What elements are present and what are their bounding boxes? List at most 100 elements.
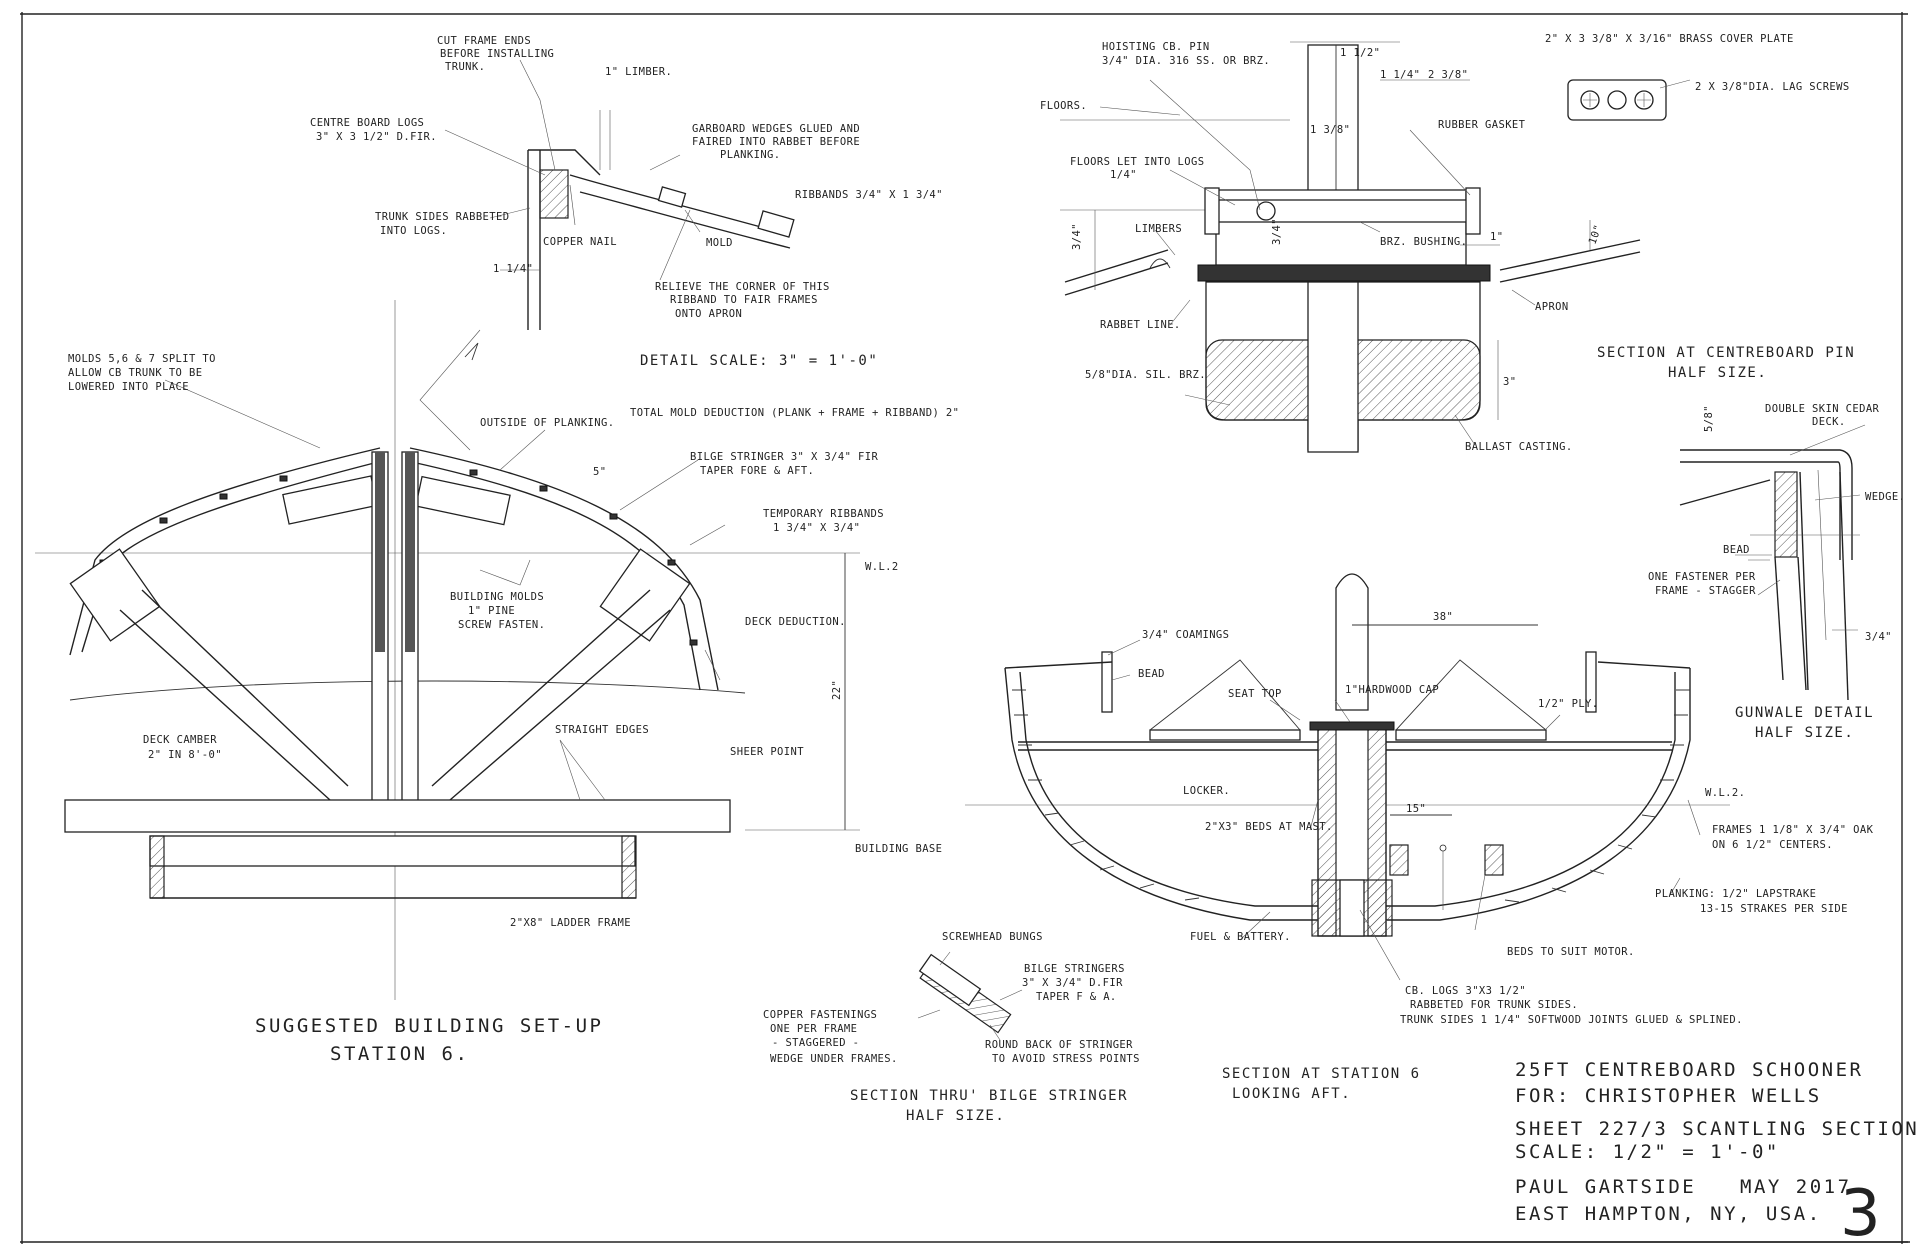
label-straight-edges: STRAIGHT EDGES <box>555 724 649 736</box>
label-building-molds-1: BUILDING MOLDS <box>450 591 544 603</box>
detail-cb-logs-1: CENTRE BOARD LOGS <box>310 117 424 129</box>
detail-scale-caption: DETAIL SCALE: 3" = 1'-0" <box>640 353 878 369</box>
label-building-molds-3: SCREW FASTEN. <box>458 619 545 631</box>
pin-bolt-dia: 5/8"DIA. SIL. BRZ. <box>1085 369 1206 381</box>
gunwale-deck-2: DECK. <box>1812 416 1846 428</box>
title-designer: PAUL GARTSIDE <box>1515 1176 1696 1198</box>
label-temp-ribbands-1: TEMPORARY RIBBANDS <box>763 508 884 520</box>
gunwale-view: 5/8" 3/4" DOUBLE SKIN CEDAR DECK. BEAD O… <box>1648 403 1905 741</box>
label-temp-ribbands-2: 1 3/4" X 3/4" <box>773 522 860 534</box>
detail-relieve-1: RELIEVE THE CORNER OF THIS <box>655 281 830 293</box>
label-total-mold: TOTAL MOLD DEDUCTION (PLANK + FRAME + RI… <box>630 407 959 419</box>
title-for: FOR: CHRISTOPHER WELLS <box>1515 1085 1822 1107</box>
pin-dim-10: 10" <box>1587 223 1605 246</box>
label-deck-deduction: DECK DEDUCTION. <box>745 616 846 628</box>
st6-locker: LOCKER. <box>1183 785 1230 797</box>
st6-ply: 1/2" PLY. <box>1538 698 1599 710</box>
label-sheer-point: SHEER POINT <box>730 746 804 758</box>
pin-dim-3-4b: 3/4" <box>1271 218 1283 245</box>
label-molds-split-1: MOLDS 5,6 & 7 SPLIT TO <box>68 353 216 365</box>
st6-seat-top: SEAT TOP <box>1228 688 1282 700</box>
detail-limber: 1" LIMBER. <box>605 66 672 78</box>
caption-cb-pin: SECTION AT CENTREBOARD PIN <box>1597 345 1855 361</box>
bs-copper-3: - STAGGERED - <box>772 1037 859 1049</box>
st6-cb-logs-2: RABBETED FOR TRUNK SIDES. <box>1410 999 1578 1011</box>
detail-ribbands: RIBBANDS 3/4" X 1 3/4" <box>795 189 943 201</box>
bs-copper-1: COPPER FASTENINGS <box>763 1009 877 1021</box>
st6-frames-2: ON 6 1/2" CENTERS. <box>1712 839 1833 851</box>
st6-cb-logs-3: TRUNK SIDES 1 1/4" SOFTWOOD JOINTS GLUED… <box>1400 1014 1743 1026</box>
label-deck-camber-2: 2" IN 8'-0" <box>148 749 222 761</box>
bs-stringers-3: TAPER F & A. <box>1036 991 1117 1003</box>
pin-dim-1-3-8: 1 3/8" <box>1310 124 1350 136</box>
pin-floors-let-1: FLOORS LET INTO LOGS <box>1070 156 1204 168</box>
st6-dim-15: 15" <box>1406 803 1426 815</box>
gunwale-dim-3-4: 3/4" <box>1865 631 1892 643</box>
pin-rabbet-line: RABBET LINE. <box>1100 319 1181 331</box>
caption-station6-setup: STATION 6. <box>330 1043 469 1065</box>
detail-relieve-3: ONTO APRON <box>675 308 742 320</box>
detail-copper-nail: COPPER NAIL <box>543 236 617 248</box>
detail-garboard-3: PLANKING. <box>720 149 781 161</box>
st6-dim-38: 38" <box>1433 611 1453 623</box>
caption-gunwale: GUNWALE DETAIL <box>1735 705 1874 721</box>
label-building-base: BUILDING BASE <box>855 843 942 855</box>
dim-5: 5" <box>593 466 606 478</box>
gunwale-fastener-1: ONE FASTENER PER <box>1648 571 1756 583</box>
detail-trunk-sides-2: INTO LOGS. <box>380 225 447 237</box>
detail-dim-1-1-4: 1 1/4" <box>493 263 533 275</box>
detail-cut-frame-2: BEFORE INSTALLING <box>440 48 554 60</box>
bs-round-back-2: TO AVOID STRESS POINTS <box>992 1053 1140 1065</box>
gunwale-dim-5-8: 5/8" <box>1703 405 1715 432</box>
caption-bilge-stringer-scale: HALF SIZE. <box>906 1108 1005 1124</box>
title-block: 25FT CENTREBOARD SCHOONER FOR: CHRISTOPH… <box>1515 1059 1920 1251</box>
pin-lag-screws: 2 X 3/8"DIA. LAG SCREWS <box>1695 81 1850 93</box>
pin-ballast: BALLAST CASTING. <box>1465 441 1573 453</box>
st6-fuel: FUEL & BATTERY. <box>1190 931 1291 943</box>
caption-gunwale-scale: HALF SIZE. <box>1755 725 1854 741</box>
detail-garboard-1: GARBOARD WEDGES GLUED AND <box>692 123 860 135</box>
caption-station6-look: LOOKING AFT. <box>1232 1086 1351 1102</box>
pin-apron: APRON <box>1535 301 1569 313</box>
st6-beds-motor: BEDS TO SUIT MOTOR. <box>1507 946 1635 958</box>
label-bilge-stringer-1: BILGE STRINGER 3" X 3/4" FIR <box>690 451 878 463</box>
st6-coamings: 3/4" COAMINGS <box>1142 629 1229 641</box>
label-bilge-stringer-2: TAPER FORE & AFT. <box>700 465 814 477</box>
st6-planking-2: 13-15 STRAKES PER SIDE <box>1700 903 1848 915</box>
title-sheet: SHEET 227/3 SCANTLING SECTIONS <box>1515 1118 1920 1140</box>
detail-trunk-sides-1: TRUNK SIDES RABBETED <box>375 211 509 223</box>
sheet-border <box>20 12 1910 1244</box>
detail-mold: MOLD <box>706 237 733 249</box>
st6-frames-1: FRAMES 1 1/8" X 3/4" OAK <box>1712 824 1874 836</box>
pin-dim-3: 3" <box>1503 376 1516 388</box>
detail-cut-frame-3: TRUNK. <box>445 61 485 73</box>
caption-cb-pin-scale: HALF SIZE. <box>1668 365 1767 381</box>
detail-garboard-2: FAIRED INTO RABBET BEFORE <box>692 136 860 148</box>
st6-hardwood-cap: 1"HARDWOOD CAP <box>1345 684 1439 696</box>
ribband-marks <box>99 469 698 646</box>
lapstrake-marks <box>1012 689 1690 903</box>
detail-view: 1 1/4" CUT FRAME ENDS BEFORE INSTALLING … <box>310 35 943 369</box>
pin-dim-1: 1" <box>1490 231 1503 243</box>
st6-beds-mast: 2"X3" BEDS AT MAST. <box>1205 821 1333 833</box>
pin-dim-3-4: 3/4" <box>1071 223 1083 250</box>
gunwale-wedge: WEDGE. <box>1865 491 1905 503</box>
title-project: 25FT CENTREBOARD SCHOONER <box>1515 1059 1863 1081</box>
pin-hoisting-pin-1: HOISTING CB. PIN <box>1102 41 1210 53</box>
sheet-number: 3 <box>1840 1177 1881 1251</box>
bilge-stringer-view: SCREWHEAD BUNGS BILGE STRINGERS 3" X 3/4… <box>763 931 1140 1124</box>
st6-planking-1: PLANKING: 1/2" LAPSTRAKE <box>1655 888 1816 900</box>
pin-hoisting-pin-2: 3/4" DIA. 316 SS. OR BRZ. <box>1102 55 1270 67</box>
pin-limbers: LIMBERS <box>1135 223 1182 235</box>
pin-rubber-gasket: RUBBER GASKET <box>1438 119 1526 131</box>
detail-cut-frame-1: CUT FRAME ENDS <box>437 35 531 47</box>
station6-view: 3/4" COAMINGS BEAD SEAT TOP 1"HARDWOOD C… <box>965 573 1874 1102</box>
bs-wedge: WEDGE UNDER FRAMES. <box>770 1053 898 1065</box>
st6-bead: BEAD <box>1138 668 1165 680</box>
label-wl2: W.L.2 <box>865 561 899 573</box>
pin-dim-1-1-4: 1 1/4" <box>1380 69 1420 81</box>
pin-plate: 2" X 3 3/8" X 3/16" BRASS COVER PLATE <box>1545 33 1794 45</box>
label-molds-split-3: LOWERED INTO PLACE <box>68 381 189 393</box>
pin-dim-1-1-2: 1 1/2" <box>1340 47 1380 59</box>
pin-floors: FLOORS. <box>1040 100 1087 112</box>
